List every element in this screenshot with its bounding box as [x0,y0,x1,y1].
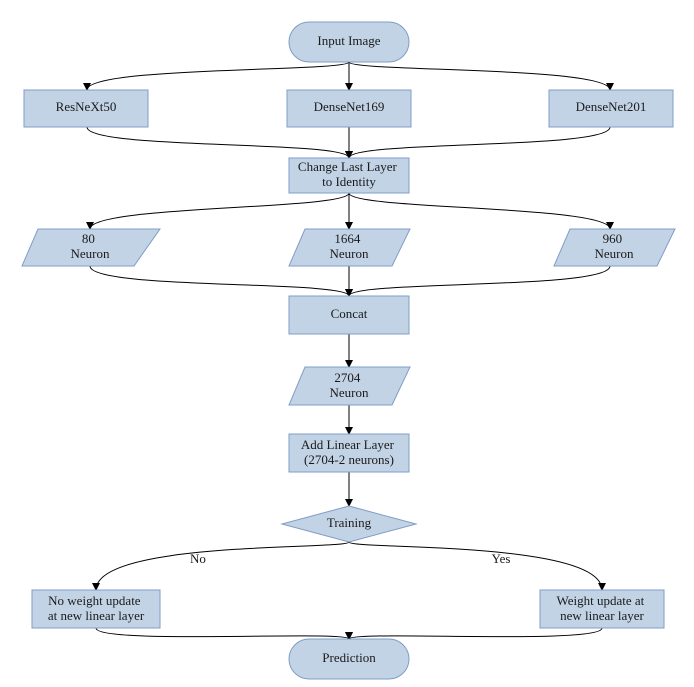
training-shape [280,505,418,543]
no-weight-update-shape [31,589,161,629]
node-neuron-960: 960 Neuron [553,228,676,267]
edge-training-to-weight-update [348,541,606,591]
densenet169-shape [286,89,412,128]
densenet201-shape [548,89,674,128]
resnext50-shape [23,89,149,128]
edge-change-to-960 [348,192,614,230]
change-last-layer-label: Change Last Layer to Identity [298,159,400,189]
no-weight-update-label: No weight update at new linear layer [48,593,145,623]
edge-80-to-concat [89,265,353,297]
node-change-last-layer: Change Last Layer to Identity [288,157,410,194]
neuron-1664-line-2: Neuron [330,246,369,261]
weight-update-label: Weight update at new linear layer [556,593,647,623]
add-linear-layer-line-1: Add Linear Layer [301,437,395,452]
neuron-80-line-2: Neuron [71,246,110,261]
input-image-label: Input Image [317,33,380,48]
edge-input-to-densenet201 [348,61,614,91]
edge-label-yes: Yes [492,551,511,566]
weight-update-line-2: new linear layer [560,608,644,623]
add-linear-layer-shape [288,433,410,473]
add-linear-layer-label: Add Linear Layer (2704-2 neurons) [301,437,397,467]
node-add-linear-layer: Add Linear Layer (2704-2 neurons) [288,433,410,473]
edge-weight-update-to-prediction [345,627,603,640]
node-neuron-2704: 2704 Neuron [288,366,411,406]
edge-input-to-resnext50 [83,61,350,91]
neuron-80-line-1: 80 [82,231,95,246]
prediction-shape [288,638,410,680]
edge-no-weight-update-to-prediction [95,627,353,640]
neuron-1664-line-1: 1664 [334,231,361,246]
change-last-layer-shape [288,157,410,194]
edge-change-to-80 [86,192,350,230]
neuron-2704-line-1: 2704 [334,370,361,385]
node-training: Training [280,505,418,543]
neuron-2704-label: 2704 Neuron [330,370,369,400]
node-input-image: Input Image [288,21,410,63]
weight-update-line-1: Weight update at [556,593,644,608]
change-last-layer-line-2: to Identity [322,174,376,189]
resnext50-label: ResNeXt50 [56,99,117,114]
node-concat: Concat [288,295,410,335]
training-label: Training [327,515,372,530]
no-weight-update-line-2: at new linear layer [48,608,145,623]
neuron-960-label: 960 Neuron [595,231,634,261]
neuron-960-line-2: Neuron [595,246,634,261]
edge-960-to-concat [345,265,611,297]
node-no-weight-update: No weight update at new linear layer [31,589,161,629]
edge-label-no: No [190,551,206,566]
node-densenet201: DenseNet201 [548,89,674,128]
concat-shape [288,295,410,335]
prediction-label: Prediction [322,650,376,665]
node-neuron-1664: 1664 Neuron [288,228,411,267]
neuron-80-shape [21,228,161,267]
edge-resnext50-to-change [86,126,353,159]
densenet201-label: DenseNet201 [576,99,647,114]
neuron-2704-line-2: Neuron [330,385,369,400]
node-prediction: Prediction [288,638,410,680]
node-weight-update: Weight update at new linear layer [539,589,665,629]
node-neuron-80: 80 Neuron [21,228,161,267]
node-resnext50: ResNeXt50 [23,89,149,128]
neuron-960-line-1: 960 [603,231,623,246]
no-weight-update-line-1: No weight update [48,593,141,608]
densenet169-label: DenseNet169 [314,99,385,114]
neuron-960-shape [553,228,676,267]
node-densenet169: DenseNet169 [286,89,412,128]
neuron-1664-label: 1664 Neuron [330,231,369,261]
edge-densenet201-to-change [345,126,611,159]
input-image-shape [288,21,410,63]
edge-training-to-no-weight-update [92,541,350,591]
edges [83,61,614,640]
concat-label: Concat [331,306,368,321]
weight-update-shape [539,589,665,629]
neuron-1664-shape [288,228,411,267]
change-last-layer-line-1: Change Last Layer [298,159,398,174]
neuron-2704-shape [288,366,411,406]
add-linear-layer-line-2: (2704-2 neurons) [304,452,394,467]
neuron-80-label: 80 Neuron [71,231,110,261]
